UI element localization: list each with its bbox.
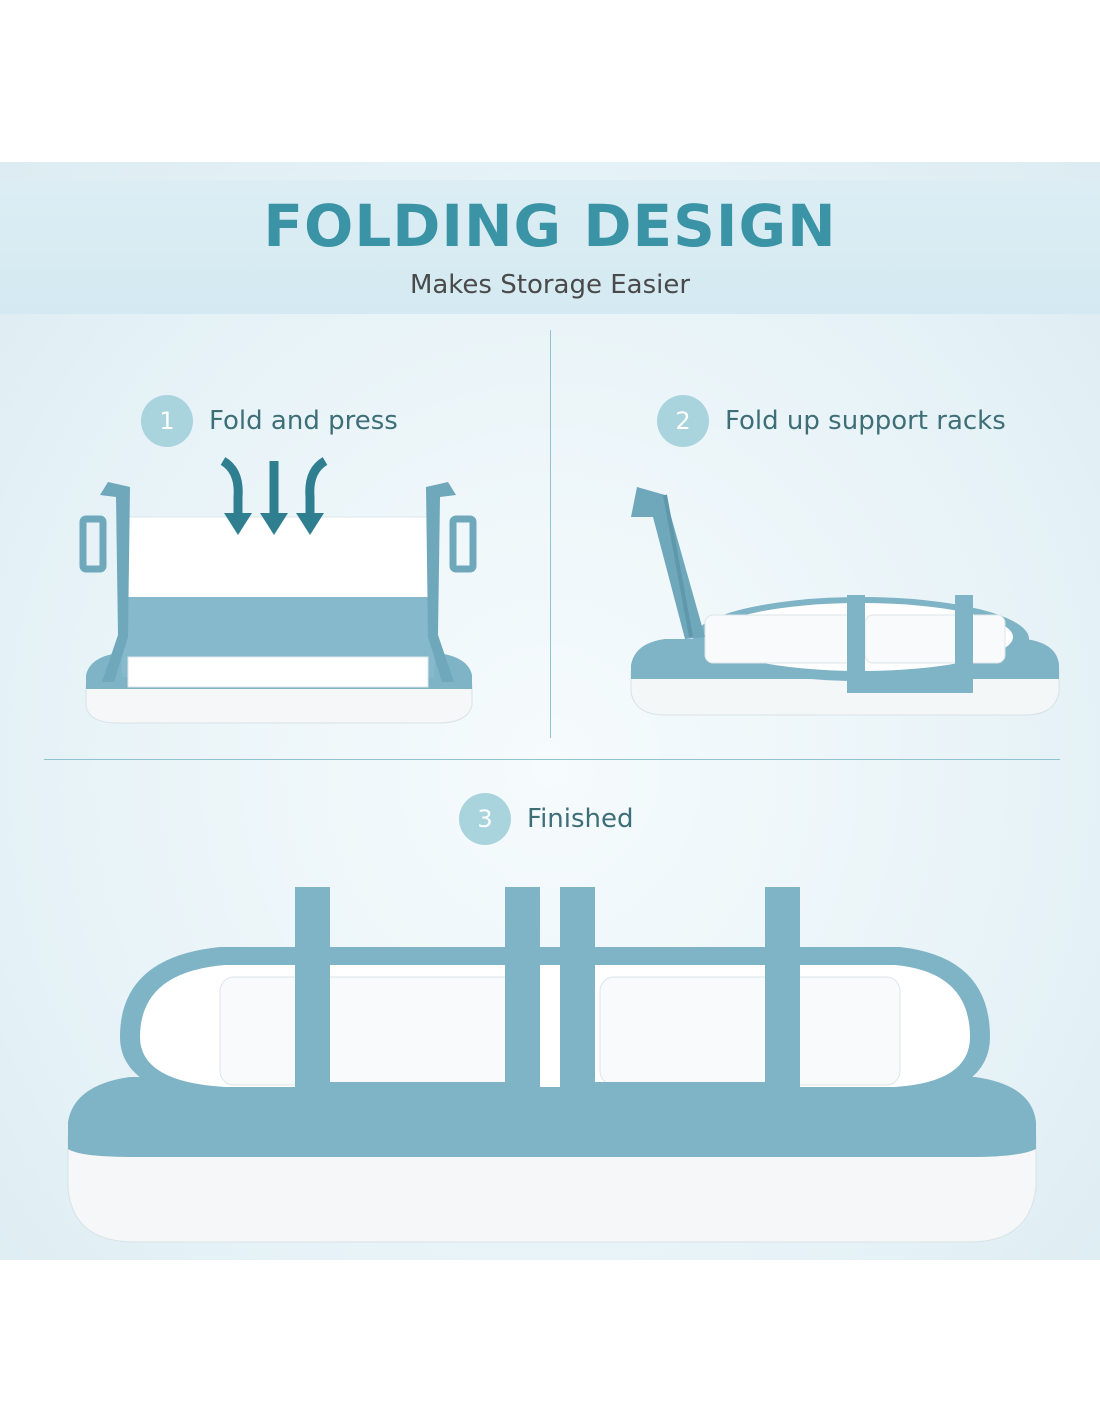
step-2-label: Fold up support racks (725, 406, 1006, 436)
horizontal-divider (44, 759, 1060, 760)
step-1: 1 Fold and press (141, 395, 398, 447)
press-down-arrows-icon (220, 457, 328, 519)
vertical-divider (550, 330, 551, 738)
step-3-label: Finished (527, 804, 634, 834)
step-1-folded-tub-image (79, 457, 477, 724)
step-2-number-badge: 2 (657, 395, 709, 447)
header-band (0, 180, 1100, 314)
step-3: 3 Finished (459, 793, 634, 845)
page-title: FOLDING DESIGN (263, 192, 837, 260)
step-2: 2 Fold up support racks (657, 395, 1006, 447)
step-3-number-badge: 3 (459, 793, 511, 845)
page-subtitle: Makes Storage Easier (409, 270, 691, 300)
step-1-label: Fold and press (209, 406, 398, 436)
step-1-number-badge: 1 (141, 395, 193, 447)
step-2-racks-folded-image (630, 487, 1060, 716)
infographic-panel: FOLDING DESIGN Makes Storage Easier 1 Fo… (0, 162, 1100, 1260)
step-3-finished-tub-image (67, 887, 1037, 1243)
